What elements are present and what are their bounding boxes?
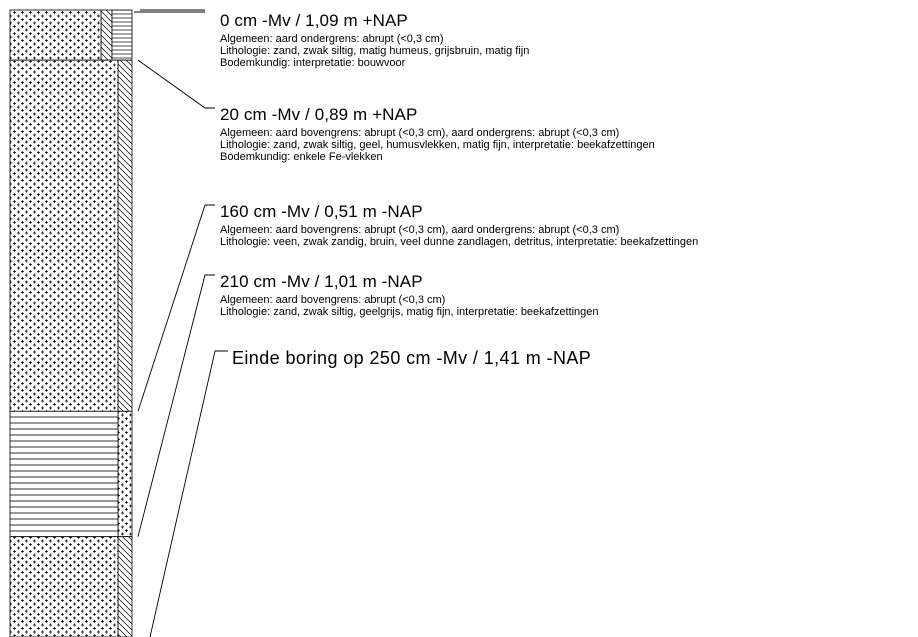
leader-line-4	[137, 274, 215, 537]
end-of-boring-label: Einde boring op 250 cm -Mv / 1,41 m -NAP	[232, 348, 592, 368]
layer-detail-line: Algemeen: aard ondergrens: abrupt (<0,3 …	[220, 33, 444, 45]
layer-depth-label: 210 cm -Mv / 1,01 m -NAP	[220, 272, 423, 291]
layer-description-3: 160 cm -Mv / 0,51 m -NAP Algemeen: aard b…	[220, 203, 918, 248]
layer-4-side-strip	[117, 536, 133, 637]
leader-line-3	[137, 204, 215, 412]
layer-detail-line: Bodemkundig: enkele Fe-vlekken	[220, 151, 383, 163]
leader-line-end	[149, 350, 228, 637]
layer-detail-line: Algemeen: aard bovengrens: abrupt (<0,3 …	[220, 127, 620, 139]
layer-detail-line: Bodemkundig: interpretatie: bouwvoor	[220, 57, 406, 69]
layer-depth-label: 0 cm -Mv / 1,09 m +NAP	[220, 11, 408, 30]
layer-2-block	[9, 59, 119, 412]
layer-description-1: 0 cm -Mv / 1,09 m +NAP Algemeen: aard ond…	[220, 12, 918, 69]
layer-detail-line: Algemeen: aard bovengrens: abrupt (<0,3 …	[220, 224, 620, 236]
layer-3-side-strip	[117, 410, 133, 538]
layer-2-side-strip	[117, 59, 133, 412]
layer-1-side-strip	[111, 9, 133, 61]
layer-description-4: 210 cm -Mv / 1,01 m -NAP Algemeen: aard b…	[220, 273, 918, 318]
layer-detail-line: Lithologie: zand, zwak siltig, geelgrijs…	[220, 306, 599, 318]
layer-depth-label: 20 cm -Mv / 0,89 m +NAP	[220, 105, 418, 124]
boring-column	[9, 9, 133, 637]
layer-description-2: 20 cm -Mv / 0,89 m +NAP Algemeen: aard bo…	[220, 106, 918, 163]
layer-1-humus-strip	[100, 9, 113, 61]
layer-detail-line: Lithologie: veen, zwak zandig, bruin, ve…	[220, 236, 699, 248]
leader-line-2	[137, 59, 215, 109]
layer-3-block	[9, 410, 119, 538]
layer-1-block	[9, 9, 102, 61]
layer-detail-line: Algemeen: aard bovengrens: abrupt (<0,3 …	[220, 294, 446, 306]
layer-4-block	[9, 536, 119, 637]
layer-depth-label: 160 cm -Mv / 0,51 m -NAP	[220, 202, 423, 221]
leader-lines	[134, 9, 228, 637]
layer-detail-line: Lithologie: zand, zwak siltig, matig hum…	[220, 45, 530, 57]
layer-detail-line: Lithologie: zand, zwak siltig, geel, hum…	[220, 139, 655, 151]
